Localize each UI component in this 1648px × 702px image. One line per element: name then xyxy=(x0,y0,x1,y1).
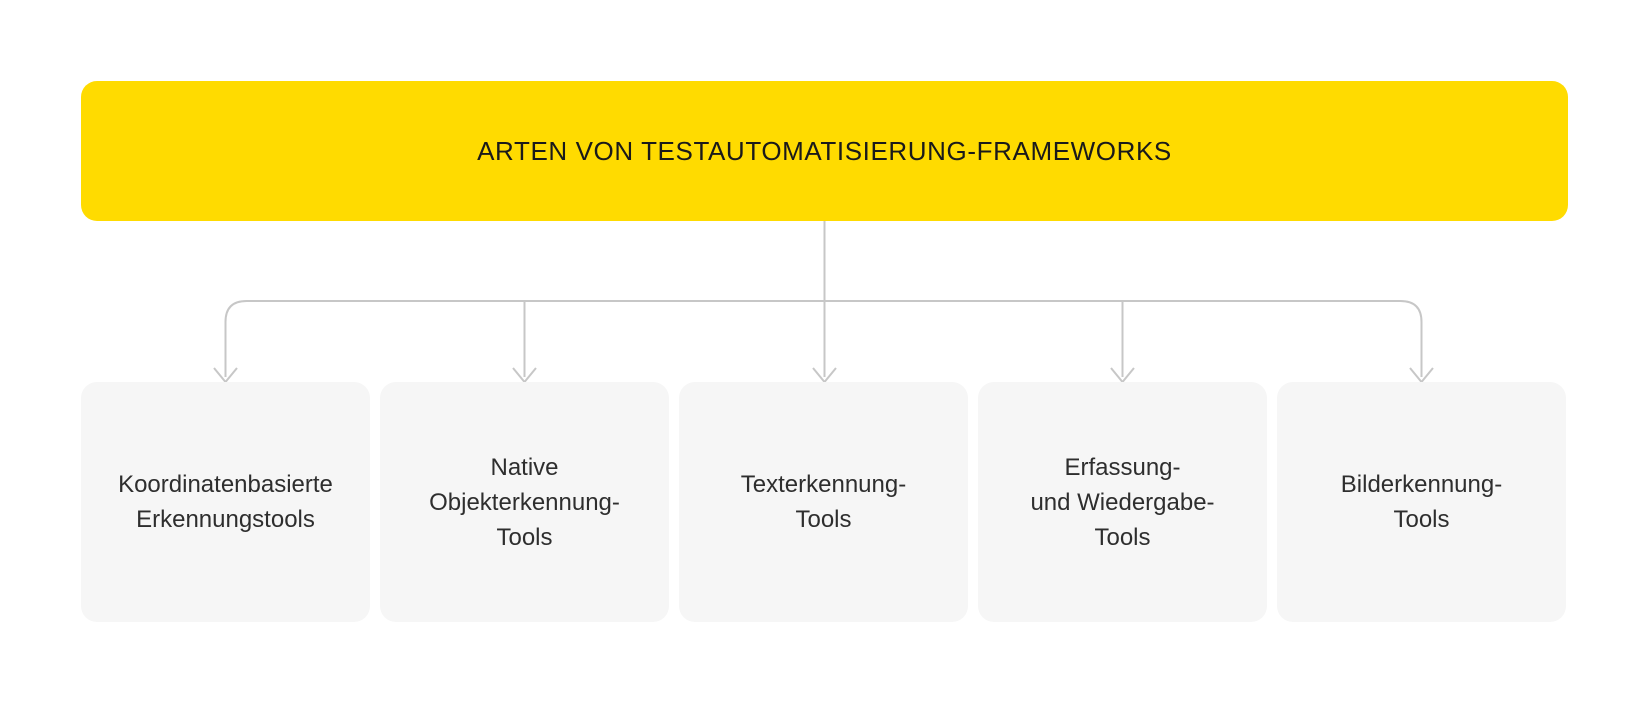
arrowhead-icon xyxy=(512,367,537,384)
node-label: Erfassung- und Wiedergabe- Tools xyxy=(1030,453,1215,551)
node-erfassung-und-wiedergabe-tools: Erfassung- und Wiedergabe- Tools xyxy=(978,382,1267,622)
arrowhead-icon xyxy=(213,367,238,384)
node-label: Native Objekterkennung- Tools xyxy=(429,453,620,551)
node-bilderkennung-tools: Bilderkennung- Tools xyxy=(1277,382,1566,622)
node-texterkennung-tools: Texterkennung- Tools xyxy=(679,382,968,622)
node-native-objekterkennung-tools: Native Objekterkennung- Tools xyxy=(380,382,669,622)
node-label: Bilderkennung- Tools xyxy=(1340,471,1503,533)
connector-rail xyxy=(224,300,1423,377)
node-label: Koordinatenbasierte Erkennungstools xyxy=(118,471,333,533)
diagram-header-box: ARTEN VON TESTAUTOMATISIERUNG-FRAMEWORKS xyxy=(81,81,1568,221)
node-label: Texterkennung- Tools xyxy=(740,471,907,533)
arrowhead-icon xyxy=(812,367,837,384)
diagram-title: ARTEN VON TESTAUTOMATISIERUNG-FRAMEWORKS xyxy=(477,135,1172,166)
node-koordinatenbasierte-erkennungstools: Koordinatenbasierte Erkennungstools xyxy=(81,382,370,622)
arrowhead-icon xyxy=(1409,367,1434,384)
arrowhead-icon xyxy=(1110,367,1135,384)
